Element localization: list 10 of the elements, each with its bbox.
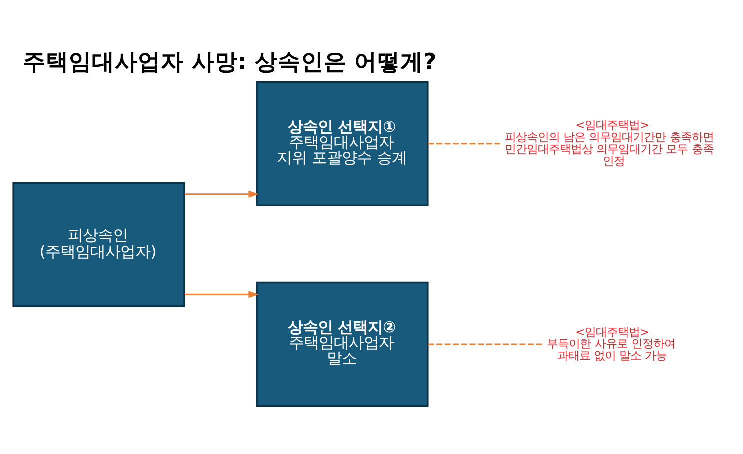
connector [428, 143, 500, 145]
connector [428, 344, 542, 346]
arrow [184, 291, 259, 298]
arrow [184, 190, 259, 198]
node-box: 상속인 선택지① 주택임대사업자 지위 포괄양수 승계 [256, 81, 429, 207]
node-text: <임대주택법> 부득이한 사유로 인정하여 과태료 없이 말소 가능 [547, 326, 676, 362]
node-box: 피상속인 (주택임대사업자) [12, 182, 186, 308]
node-text: <임대주택법> 피상속인의 남은 의무임대기간만 충족하면 민간임대주택법상 의무임대기간 모두 충족 인정 [505, 119, 714, 168]
node-box: 상속인 선택지② 주택임대사업자 말소 [256, 282, 429, 408]
diagram-title: 주택임대사업자 사망: 상속인은 어떻게? [23, 49, 437, 76]
